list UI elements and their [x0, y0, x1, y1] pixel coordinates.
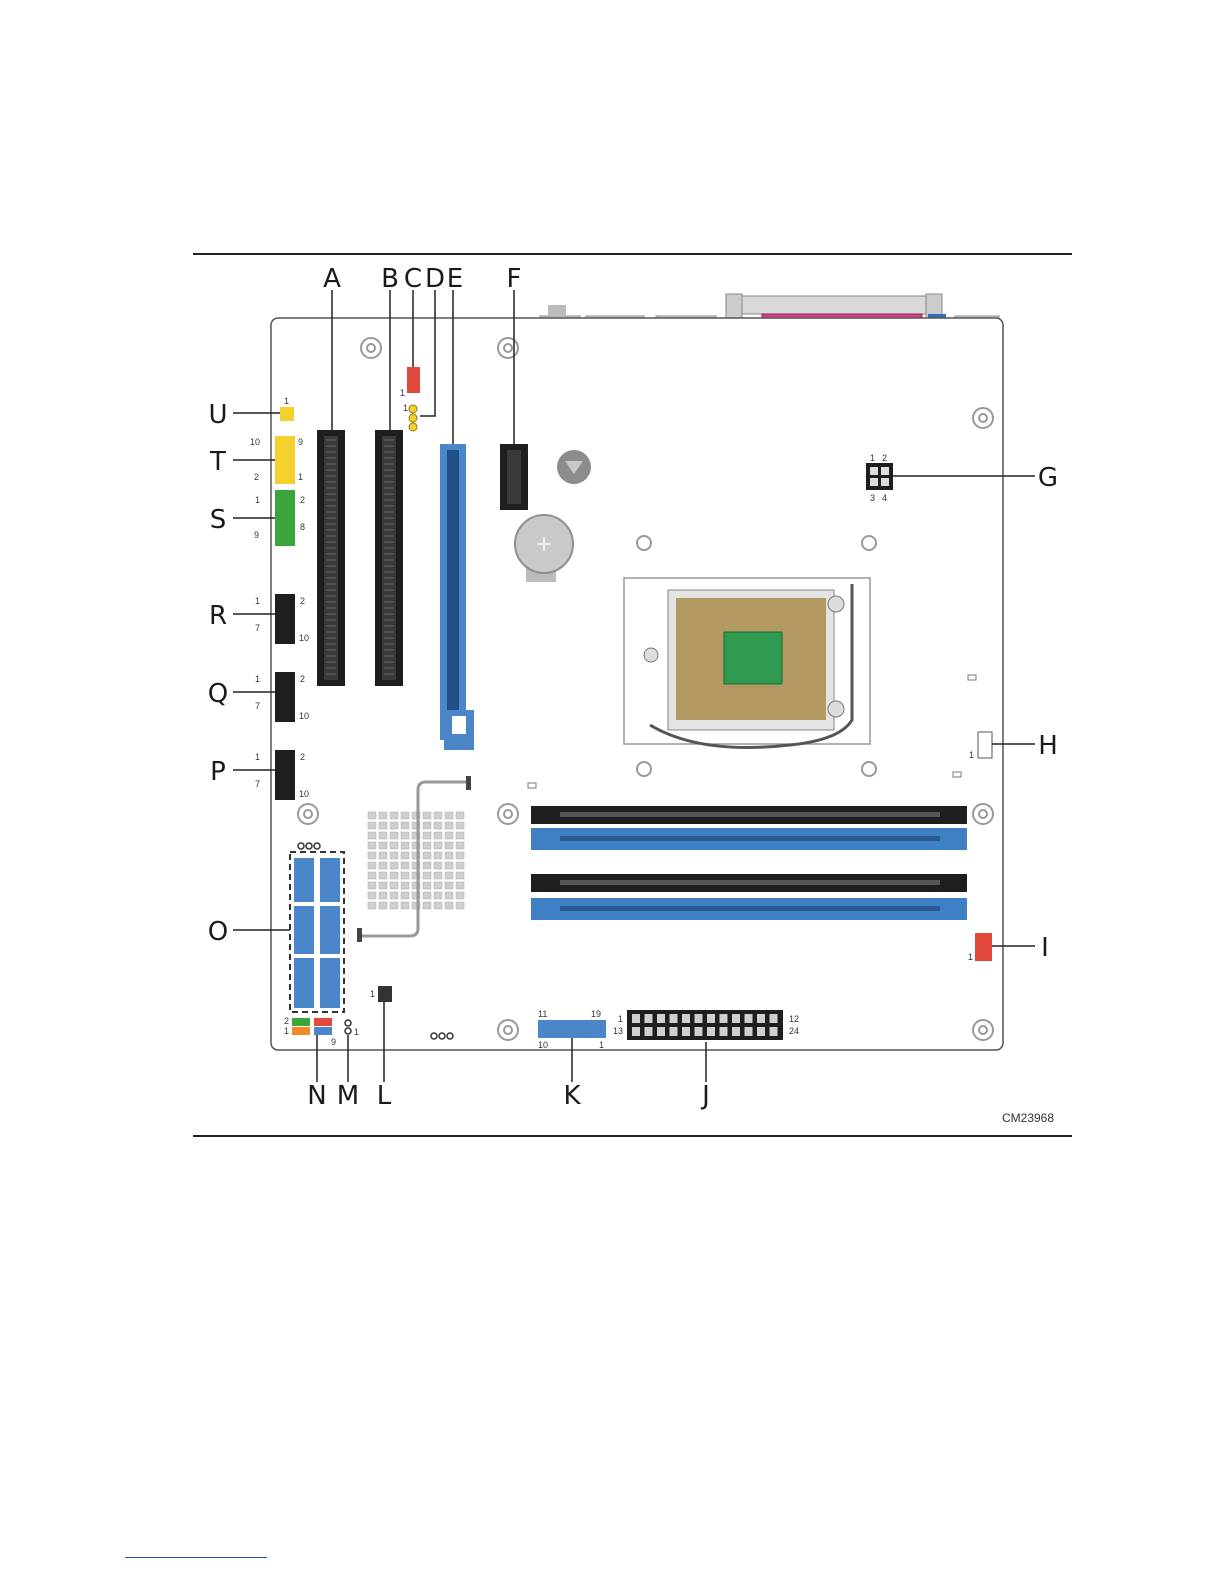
pin-label: 2	[300, 495, 305, 505]
callout-n: N	[307, 1081, 326, 1111]
callout-r: R	[209, 601, 227, 631]
pin-label: 7	[255, 701, 260, 711]
header-q	[275, 672, 295, 722]
pin-label: 2	[284, 1016, 289, 1026]
pin-label: 24	[789, 1026, 799, 1036]
pin-label: 4	[882, 493, 887, 503]
pin-label: 7	[255, 623, 260, 633]
header-k	[538, 1020, 606, 1038]
callout-l: L	[377, 1081, 392, 1111]
pin-label: 1	[969, 750, 974, 760]
pin-label: 2	[300, 596, 305, 606]
callout-e: E	[447, 264, 463, 294]
callout-d: D	[425, 264, 445, 294]
callout-k: K	[563, 1081, 581, 1111]
pin-label: 2	[254, 472, 259, 482]
pin-label: 1	[599, 1040, 604, 1050]
header-r	[275, 594, 295, 644]
callout-q: Q	[208, 679, 228, 709]
pin-label: 1	[870, 453, 875, 463]
pin-label: 1	[255, 674, 260, 684]
pin-label: 1	[298, 472, 303, 482]
cpu-socket	[624, 578, 870, 748]
callout-o: O	[208, 917, 228, 947]
pin-label: 1	[284, 396, 289, 406]
figure-id: CM23968	[1002, 1111, 1054, 1125]
callout-u: U	[208, 400, 227, 430]
power-connector-j	[627, 1010, 783, 1040]
callout-s: S	[210, 505, 227, 535]
pin-label: 13	[613, 1026, 623, 1036]
header-s	[275, 490, 295, 546]
header-d	[409, 405, 417, 431]
pin-label: 10	[299, 789, 309, 799]
pin-label: 12	[789, 1014, 799, 1024]
header-l	[378, 986, 392, 1002]
pin-label: 11	[538, 1009, 547, 1019]
callout-p: P	[210, 757, 226, 787]
pin-label: 1	[400, 388, 405, 398]
speaker	[557, 450, 591, 484]
header-g	[866, 463, 893, 490]
pci-slot-b	[375, 430, 403, 686]
pin-label: 19	[591, 1009, 601, 1019]
pin-label: 2	[882, 453, 887, 463]
pin-label: 9	[331, 1037, 336, 1047]
pin-label: 10	[538, 1040, 548, 1050]
header-c	[407, 367, 420, 393]
pin-label: 1	[255, 752, 260, 762]
pin-label: 7	[255, 779, 260, 789]
pin-label: 9	[254, 530, 259, 540]
pin-label: 3	[870, 493, 875, 503]
pin-label: 1	[403, 403, 408, 413]
pin-label: 1	[255, 495, 260, 505]
callout-m: M	[337, 1081, 359, 1111]
callout-a: A	[323, 264, 341, 294]
pin-label: 9	[298, 437, 303, 447]
callout-c: C	[404, 264, 422, 294]
header-t	[275, 436, 295, 484]
header-p	[275, 750, 295, 800]
callout-h: H	[1038, 731, 1058, 761]
pin-label: 2	[300, 752, 305, 762]
header-h	[978, 732, 992, 758]
pcie-x1-slot-f	[500, 444, 528, 510]
footer-link-underline[interactable]	[125, 1557, 267, 1558]
pin-label: 1	[354, 1027, 359, 1037]
callout-j: J	[700, 1081, 710, 1111]
pin-label: 8	[300, 522, 305, 532]
pin-label: 1	[968, 952, 973, 962]
pin-label: 1	[284, 1026, 289, 1036]
header-u	[280, 407, 294, 421]
pci-slot-a	[317, 430, 345, 686]
callout-g: G	[1038, 463, 1058, 493]
pin-label: 2	[300, 674, 305, 684]
pin-label: 1	[255, 596, 260, 606]
pin-label: 10	[299, 633, 309, 643]
callout-t: T	[209, 447, 226, 477]
header-i	[975, 933, 992, 961]
pin-label: 10	[250, 437, 260, 447]
pin-label: 10	[299, 711, 309, 721]
callout-i: I	[1041, 933, 1049, 963]
pin-label: 1	[618, 1014, 623, 1024]
callout-b: B	[381, 264, 399, 294]
pin-label: 1	[370, 989, 375, 999]
callout-f: F	[507, 264, 522, 294]
